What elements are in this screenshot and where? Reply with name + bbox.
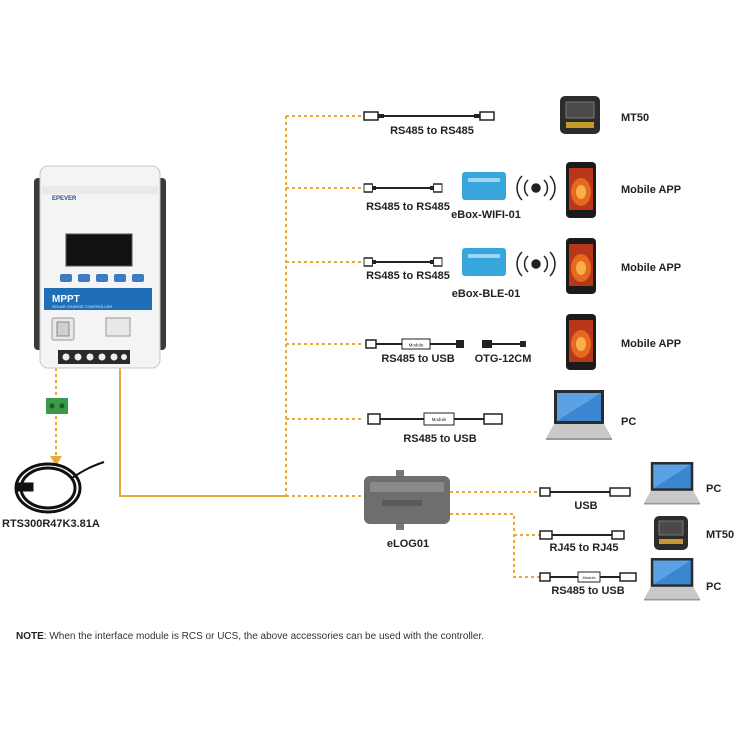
route-4-adapter-label: OTG-12CM bbox=[474, 353, 532, 365]
svg-text:Module: Module bbox=[409, 343, 424, 348]
cable-rs485-usb-2: Module bbox=[367, 412, 503, 426]
cable-rs485-usb-3: Module bbox=[539, 571, 637, 583]
footnote-text: : When the interface module is RCS or UC… bbox=[43, 631, 485, 642]
elog-route-2-device-label: MT50 bbox=[706, 529, 735, 541]
temperature-sensor bbox=[14, 461, 105, 514]
mt50-meter-2 bbox=[654, 516, 688, 550]
controller-model-badge: MPPT bbox=[52, 294, 80, 305]
cable-rj45-rj45 bbox=[539, 530, 625, 540]
route-3-adapter-label: eBox-BLE-01 bbox=[451, 288, 521, 300]
elog-route-3-device-label: PC bbox=[706, 581, 722, 593]
ebox-wifi-device bbox=[462, 172, 506, 200]
controller-blue-band bbox=[44, 288, 152, 310]
svg-text:Module: Module bbox=[582, 575, 596, 580]
route-2-adapter-label: eBox-WIFI-01 bbox=[451, 209, 521, 221]
route-1-cable-label: RS485 to RS485 bbox=[390, 125, 474, 137]
controller-terminals bbox=[58, 350, 130, 364]
svg-text:Module: Module bbox=[432, 417, 447, 422]
elog-route-1-device-label: PC bbox=[706, 483, 722, 495]
mt50-meter-1 bbox=[560, 96, 600, 134]
connection-lines bbox=[55, 115, 540, 578]
route-5-cable-label: RS485 to USB bbox=[403, 433, 477, 445]
ebox-ble-device bbox=[462, 248, 506, 276]
route-4-device-label: Mobile APP bbox=[621, 338, 682, 350]
cable-rs485-rs485-1 bbox=[363, 111, 495, 121]
cable-rs485-rs485-3 bbox=[363, 257, 443, 267]
laptop-pc-2 bbox=[644, 462, 701, 505]
otg-adapter bbox=[482, 340, 526, 348]
cable-usb bbox=[539, 487, 631, 497]
controller-screen bbox=[66, 234, 132, 266]
route-3-device-label: Mobile APP bbox=[621, 262, 682, 274]
mobile-phone-2 bbox=[566, 238, 596, 294]
mobile-phone-1 bbox=[566, 162, 596, 218]
controller-brand: EPEVER bbox=[52, 196, 77, 202]
sensor-arrow-icon bbox=[50, 456, 62, 466]
route-5-device-label: PC bbox=[621, 416, 637, 428]
route-2-cable-label: RS485 to RS485 bbox=[366, 201, 450, 213]
elog-name-label: eLOG01 bbox=[386, 538, 430, 550]
cable-rs485-usb-1: Module bbox=[365, 338, 464, 350]
elog-route-1-cable-label: USB bbox=[574, 500, 598, 512]
route-2-device-label: Mobile APP bbox=[621, 184, 682, 196]
wifi-signal-icon bbox=[516, 175, 556, 201]
laptop-pc-1 bbox=[546, 390, 612, 440]
controller-subtitle: SOLAR CHARGE CONTROLLER bbox=[52, 304, 112, 309]
route-1-device-label: MT50 bbox=[621, 112, 650, 124]
mobile-phone-3 bbox=[566, 314, 596, 370]
elog-route-3-cable-label: RS485 to USB bbox=[551, 585, 625, 597]
footnote-prefix: NOTE bbox=[16, 631, 44, 642]
elog-route-2-cable-label: RJ45 to RJ45 bbox=[549, 542, 619, 554]
sensor-label: RTS300R47K3.81A bbox=[2, 518, 100, 530]
elog01-device bbox=[364, 470, 450, 530]
cable-rs485-rs485-2 bbox=[363, 183, 443, 193]
bluetooth-signal-icon bbox=[516, 251, 556, 277]
route-3-cable-label: RS485 to RS485 bbox=[366, 270, 450, 282]
terminal-connector bbox=[46, 398, 68, 414]
laptop-pc-3 bbox=[644, 558, 701, 601]
route-4-cable-label: RS485 to USB bbox=[381, 353, 455, 365]
solar-charge-controller: EPEVER MPPT SOLAR CHARGE CONTROLLER bbox=[34, 165, 166, 369]
footnote: NOTE: When the interface module is RCS o… bbox=[16, 631, 484, 642]
controller-buttons bbox=[60, 274, 144, 282]
